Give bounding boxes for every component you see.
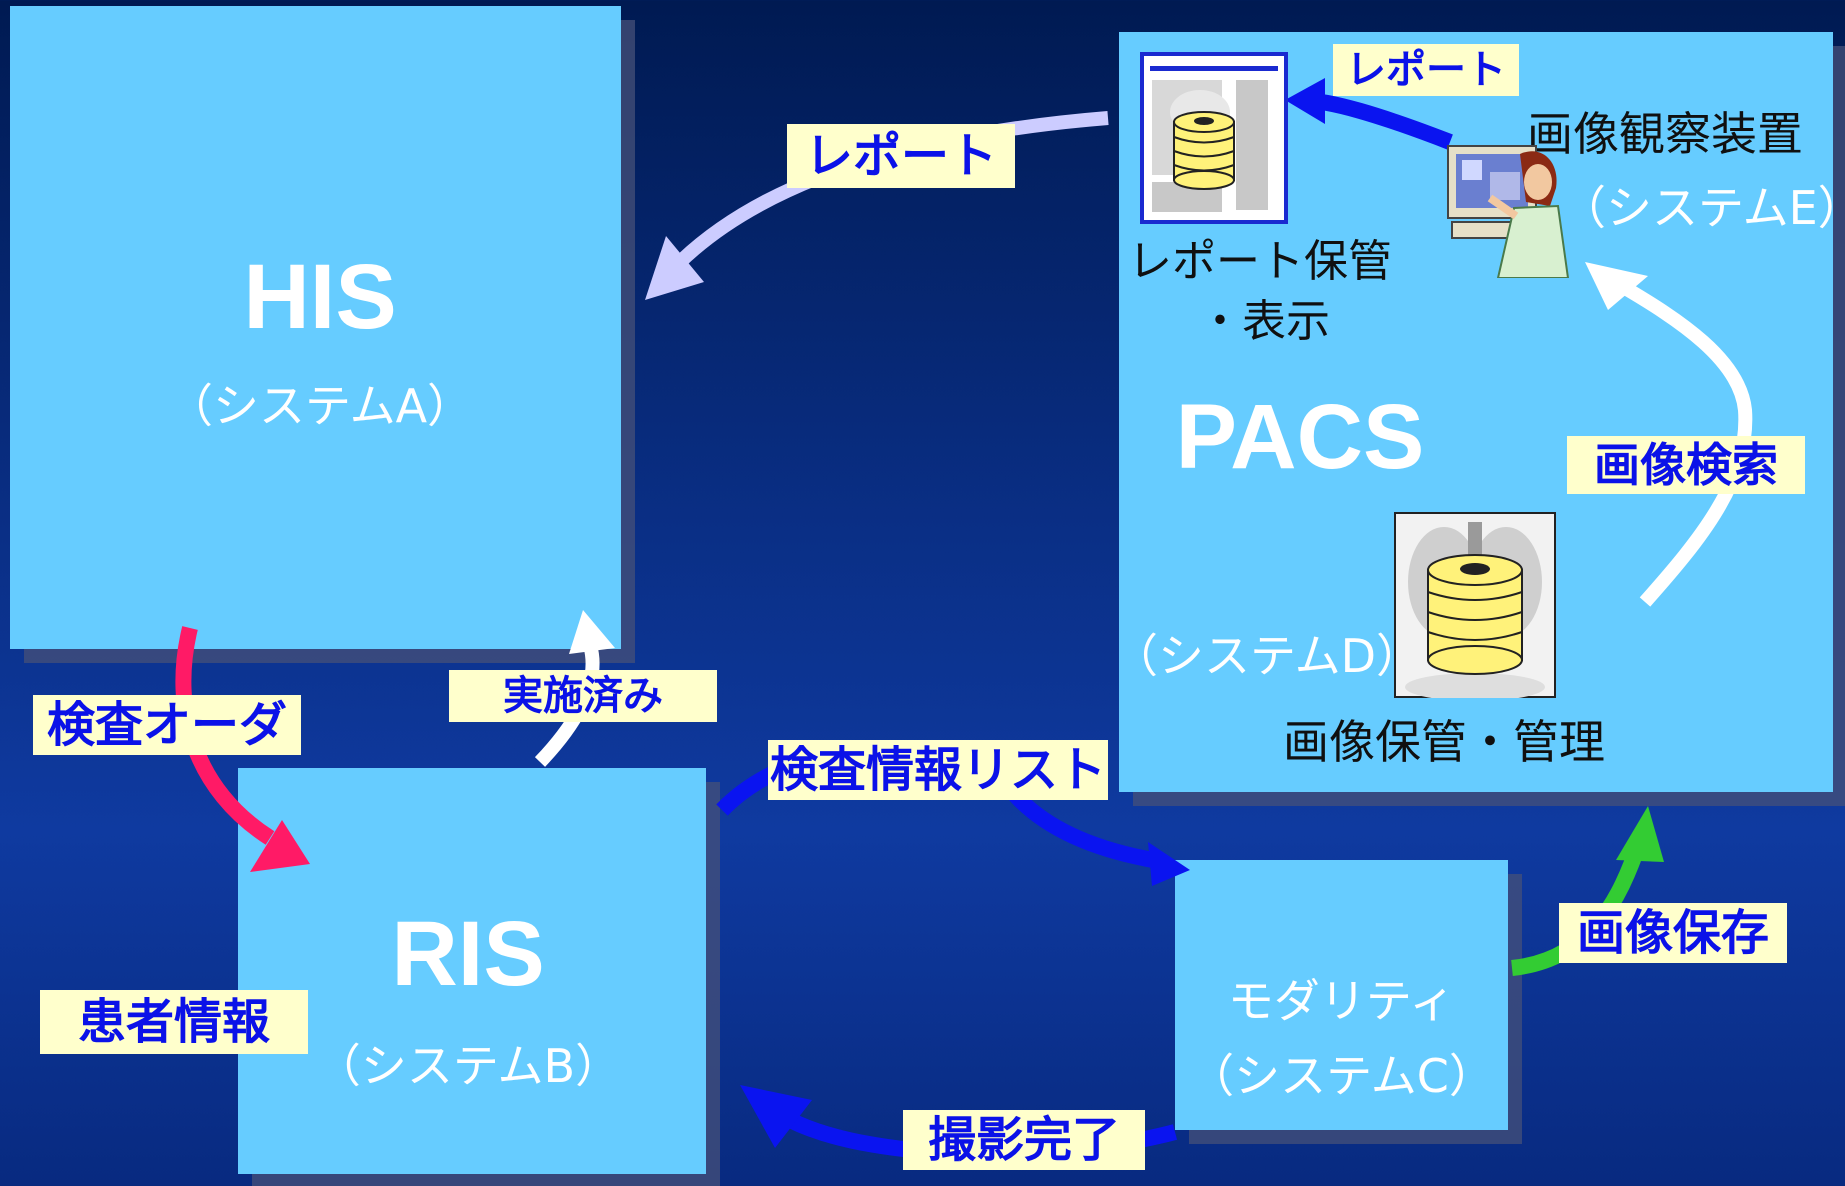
ris-box (238, 768, 706, 1174)
his-title: HIS (243, 246, 397, 348)
report-display-icon (1140, 52, 1288, 224)
exam-list-label: 検査情報リスト (768, 740, 1108, 800)
disk-stack-icon (1173, 111, 1235, 190)
exam-order-label: 検査オーダ (33, 695, 301, 755)
report-to-his-arrowhead (645, 236, 704, 300)
modality-box (1175, 860, 1508, 1130)
pacs-viewer-label: 画像観察装置 (1527, 107, 1803, 161)
ris-system: （システムB） (314, 1039, 622, 1093)
pacs-title: PACS (1175, 386, 1425, 488)
ris-title: RIS (391, 903, 545, 1005)
image-storage-icon (1394, 512, 1556, 698)
pacs-report-store-line1: レポート保管 (1128, 236, 1392, 287)
shot-done-arrowhead (740, 1085, 812, 1148)
his-box (10, 6, 621, 649)
image-save-arrowhead (1616, 806, 1664, 862)
image-search-label: 画像検索 (1567, 436, 1805, 494)
pacs-storage-label: 画像保管・管理 (1283, 715, 1605, 769)
image-save-label: 画像保存 (1559, 903, 1787, 963)
his-system: （システムA） (166, 379, 474, 433)
shot-done-label: 撮影完了 (903, 1110, 1145, 1170)
disk-stack-icon (1427, 554, 1523, 675)
patient-info-label: 患者情報 (40, 990, 308, 1054)
report-left-label: レポート (787, 124, 1015, 188)
modality-title: モダリティ (1227, 974, 1456, 1028)
report-top-label: レポート (1333, 44, 1519, 96)
doctor-workstation-icon (1447, 145, 1570, 278)
pacs-report-store-line2: ・表示 (1198, 296, 1330, 347)
pacs-viewer-system: （システムE） (1560, 181, 1845, 235)
done-label: 実施済み (449, 670, 717, 722)
modality-system: （システムC） (1188, 1049, 1495, 1103)
pacs-system-d: （システムD） (1112, 629, 1423, 683)
